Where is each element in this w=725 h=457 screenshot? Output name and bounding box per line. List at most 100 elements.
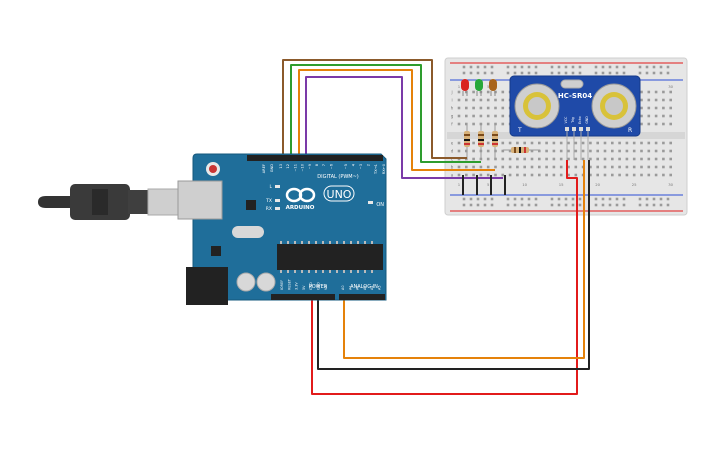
- breadboard-hole[interactable]: [662, 114, 665, 118]
- breadboard-hole[interactable]: [508, 141, 512, 145]
- breadboard-hole[interactable]: [479, 106, 483, 110]
- rail-hole[interactable]: [462, 71, 466, 75]
- breadboard-hole[interactable]: [647, 157, 651, 161]
- breadboard-hole[interactable]: [457, 141, 461, 145]
- breadboard-hole[interactable]: [640, 106, 643, 110]
- rail-hole[interactable]: [666, 197, 670, 201]
- breadboard-hole[interactable]: [501, 106, 505, 110]
- green-led[interactable]: [475, 79, 483, 96]
- breadboard-hole[interactable]: [647, 122, 651, 126]
- breadboard-hole[interactable]: [472, 114, 475, 118]
- breadboard-hole[interactable]: [625, 149, 629, 153]
- breadboard-hole[interactable]: [647, 90, 651, 94]
- breadboard-hole[interactable]: [596, 157, 599, 161]
- rail-hole[interactable]: [666, 203, 670, 207]
- wire-orange-trig[interactable]: [298, 69, 495, 171]
- breadboard-hole[interactable]: [640, 141, 643, 145]
- rail-hole[interactable]: [550, 71, 554, 75]
- rail-hole[interactable]: [557, 65, 561, 69]
- breadboard-hole[interactable]: [647, 149, 651, 153]
- rail-hole[interactable]: [534, 65, 538, 69]
- rail-hole[interactable]: [564, 197, 568, 201]
- breadboard-hole[interactable]: [611, 173, 614, 177]
- breadboard-hole[interactable]: [501, 157, 505, 161]
- breadboard-hole[interactable]: [479, 122, 483, 126]
- breadboard-hole[interactable]: [669, 165, 672, 169]
- rail-hole[interactable]: [615, 203, 619, 207]
- breadboard-hole[interactable]: [611, 149, 614, 153]
- breadboard-hole[interactable]: [479, 165, 483, 169]
- rail-hole[interactable]: [513, 65, 517, 69]
- wire-brown[interactable]: [282, 59, 467, 159]
- rail-hole[interactable]: [513, 203, 517, 207]
- rail-hole[interactable]: [550, 65, 554, 69]
- rail-hole[interactable]: [506, 203, 510, 207]
- rail-hole[interactable]: [462, 203, 466, 207]
- rail-hole[interactable]: [483, 71, 487, 75]
- breadboard-hole[interactable]: [647, 106, 651, 110]
- breadboard-hole[interactable]: [538, 173, 541, 177]
- breadboard-hole[interactable]: [494, 114, 497, 118]
- breadboard-hole[interactable]: [574, 165, 578, 169]
- breadboard-hole[interactable]: [552, 157, 556, 161]
- breadboard-hole[interactable]: [545, 149, 548, 153]
- rail-hole[interactable]: [652, 65, 656, 69]
- rail-hole[interactable]: [638, 71, 642, 75]
- usb-cable[interactable]: [38, 184, 179, 220]
- rail-hole[interactable]: [659, 203, 663, 207]
- rail-hole[interactable]: [490, 197, 494, 201]
- breadboard-hole[interactable]: [603, 165, 607, 169]
- breadboard-hole[interactable]: [589, 173, 592, 177]
- breadboard-hole[interactable]: [479, 114, 483, 118]
- rail-hole[interactable]: [571, 203, 575, 207]
- breadboard-hole[interactable]: [538, 157, 541, 161]
- breadboard-hole[interactable]: [501, 173, 505, 177]
- breadboard-hole[interactable]: [625, 173, 629, 177]
- rail-hole[interactable]: [490, 65, 494, 69]
- breadboard-hole[interactable]: [494, 98, 497, 102]
- breadboard-hole[interactable]: [654, 106, 658, 110]
- wire-purple[interactable]: [305, 76, 503, 179]
- breadboard-hole[interactable]: [457, 98, 461, 102]
- breadboard-hole[interactable]: [567, 157, 570, 161]
- breadboard-hole[interactable]: [472, 90, 475, 94]
- breadboard-hole[interactable]: [523, 141, 526, 145]
- breadboard-hole[interactable]: [611, 157, 614, 161]
- rail-hole[interactable]: [622, 197, 626, 201]
- rail-hole[interactable]: [645, 65, 649, 69]
- breadboard-hole[interactable]: [486, 106, 490, 110]
- rail-hole[interactable]: [666, 65, 670, 69]
- rail-hole[interactable]: [638, 65, 642, 69]
- rail-hole[interactable]: [638, 203, 642, 207]
- breadboard-hole[interactable]: [662, 90, 665, 94]
- breadboard-hole[interactable]: [581, 149, 585, 153]
- rail-hole[interactable]: [659, 197, 663, 201]
- breadboard-hole[interactable]: [669, 173, 672, 177]
- breadboard-hole[interactable]: [618, 165, 621, 169]
- rail-hole[interactable]: [594, 65, 598, 69]
- breadboard-hole[interactable]: [516, 165, 519, 169]
- sensor-pin[interactable]: [572, 127, 576, 131]
- rail-hole[interactable]: [615, 197, 619, 201]
- breadboard-hole[interactable]: [625, 157, 629, 161]
- breadboard-hole[interactable]: [618, 157, 621, 161]
- breadboard-hole[interactable]: [654, 157, 658, 161]
- rail-hole[interactable]: [476, 65, 480, 69]
- breadboard-hole[interactable]: [494, 122, 497, 126]
- rail-hole[interactable]: [483, 203, 487, 207]
- breadboard-hole[interactable]: [501, 98, 505, 102]
- resistor-1[interactable]: [464, 125, 470, 160]
- rail-hole[interactable]: [490, 203, 494, 207]
- breadboard-hole[interactable]: [567, 149, 570, 153]
- breadboard-hole[interactable]: [596, 149, 599, 153]
- breadboard-hole[interactable]: [516, 141, 519, 145]
- breadboard-hole[interactable]: [465, 106, 468, 110]
- breadboard-hole[interactable]: [669, 149, 672, 153]
- breadboard-hole[interactable]: [486, 157, 490, 161]
- red-led[interactable]: [461, 79, 469, 96]
- breadboard-hole[interactable]: [640, 173, 643, 177]
- breadboard-hole[interactable]: [559, 173, 563, 177]
- rail-hole[interactable]: [652, 203, 656, 207]
- breadboard-hole[interactable]: [574, 149, 578, 153]
